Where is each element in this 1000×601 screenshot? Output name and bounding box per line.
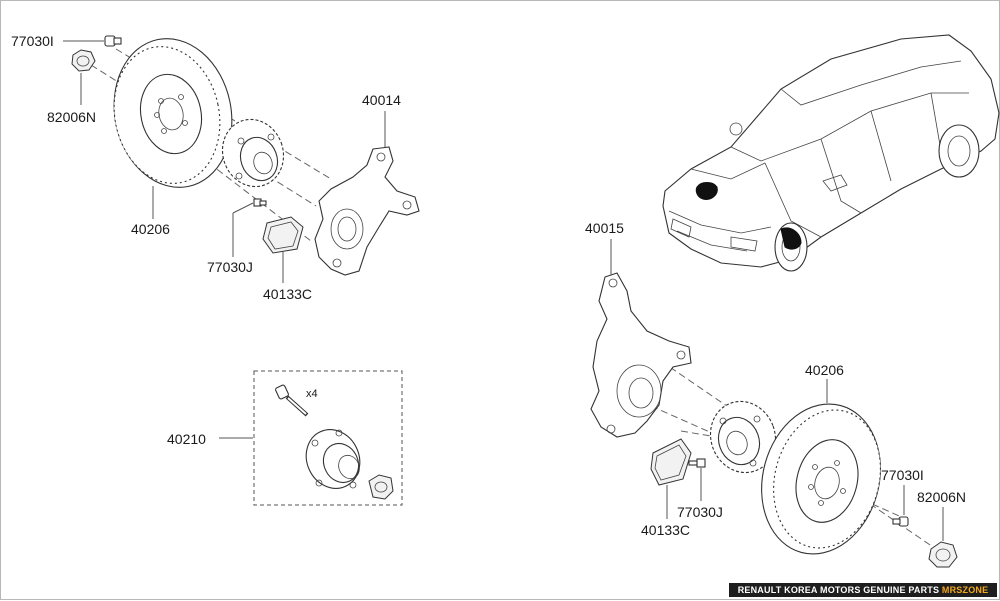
left-shield-screw xyxy=(232,198,267,257)
label-right-nut: 82006N xyxy=(917,489,966,505)
right-wheel-hub xyxy=(709,400,777,474)
right-wheel-bolt xyxy=(892,485,909,527)
left-dust-shield xyxy=(262,216,304,283)
label-left-shield: 40133C xyxy=(263,286,312,302)
left-wheel-bolt xyxy=(63,35,122,47)
label-right-screw: 77030J xyxy=(677,504,723,520)
right-dust-shield xyxy=(650,438,692,519)
label-right-knuckle: 40015 xyxy=(585,220,624,236)
part-labels: 77030I 82006N 40206 40014 77030J 40133C … xyxy=(11,33,966,538)
right-brake-disc xyxy=(761,379,881,555)
banner-accent: MRSZONE xyxy=(941,585,989,595)
source-banner: RENAULT KOREA MOTORS GENUINE PARTS MRSZO… xyxy=(729,583,997,597)
label-right-bolt: 77030I xyxy=(881,467,924,483)
label-left-screw: 77030J xyxy=(207,259,253,275)
hub-bearing-unit xyxy=(305,429,361,489)
car-illustration xyxy=(662,34,1000,272)
label-right-shield: 40133C xyxy=(641,522,690,538)
label-hub-qty: x4 xyxy=(306,388,318,400)
right-steering-knuckle xyxy=(590,239,692,438)
left-hub-nut xyxy=(71,49,96,105)
label-left-knuckle: 40014 xyxy=(362,92,401,108)
right-hub-nut xyxy=(928,507,958,568)
hub-nut xyxy=(368,474,394,500)
right-shield-screw xyxy=(688,458,706,501)
label-left-disc: 40206 xyxy=(131,221,170,237)
hub-bolt xyxy=(275,384,309,417)
label-right-disc: 40206 xyxy=(805,362,844,378)
left-wheel-hub xyxy=(221,118,285,188)
hub-assembly-box xyxy=(219,370,403,506)
left-brake-disc xyxy=(113,38,233,219)
label-hub-assy: 40210 xyxy=(167,431,206,447)
left-steering-knuckle xyxy=(314,111,420,276)
label-left-bolt: 77030I xyxy=(11,33,54,49)
label-left-nut: 82006N xyxy=(47,109,96,125)
banner-text: RENAULT KOREA MOTORS GENUINE PARTS xyxy=(737,585,940,595)
